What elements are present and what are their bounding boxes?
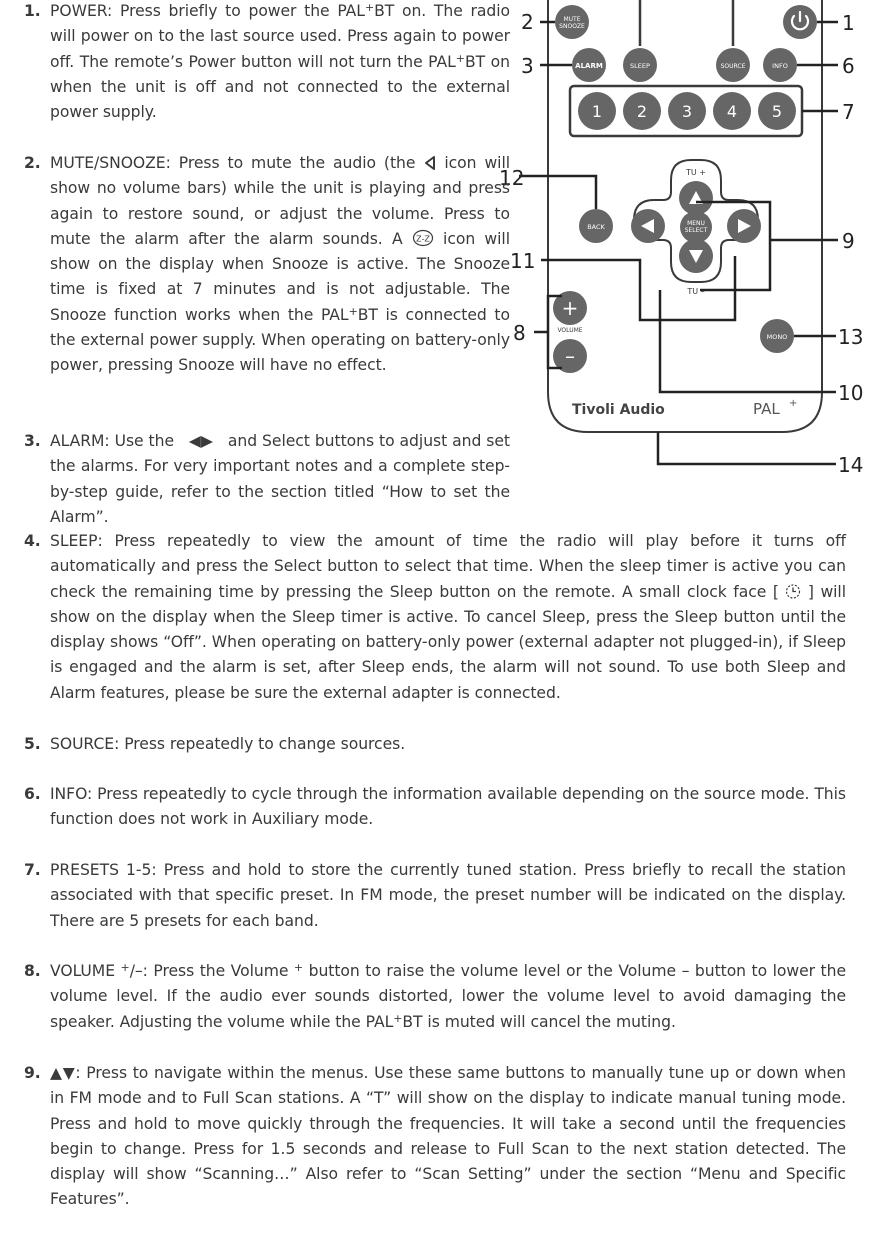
svg-text:TU +: TU + bbox=[685, 168, 706, 177]
svg-text:10: 10 bbox=[838, 381, 863, 405]
item-8: 8. VOLUME +/–: Press the Volume + button… bbox=[24, 959, 846, 1035]
menu-select-button bbox=[680, 211, 712, 243]
svg-text:1: 1 bbox=[842, 11, 855, 35]
svg-text:12: 12 bbox=[499, 166, 524, 190]
svg-text:8: 8 bbox=[513, 321, 526, 345]
speaker-icon bbox=[425, 156, 436, 170]
svg-text:1: 1 bbox=[592, 102, 602, 121]
svg-text:INFO: INFO bbox=[772, 62, 788, 70]
svg-text:3: 3 bbox=[521, 54, 534, 78]
model-sup: + bbox=[789, 398, 797, 409]
item-text: VOLUME +/–: Press the Volume + button to… bbox=[50, 961, 846, 1031]
remote-diagram: MUTE SNOOZE ALARM SLEEP SOURCE INFO 1 2 … bbox=[499, 0, 863, 477]
item-7: 7. PRESETS 1-5: Press and hold to store … bbox=[24, 858, 846, 934]
svg-text:VOLUME: VOLUME bbox=[557, 327, 582, 334]
svg-text:SNOOZE: SNOOZE bbox=[559, 23, 585, 30]
svg-text:SOURCE: SOURCE bbox=[721, 63, 746, 70]
svg-text:MUTE: MUTE bbox=[563, 16, 580, 23]
volume-up-button bbox=[553, 291, 587, 325]
svg-text:9: 9 bbox=[842, 229, 855, 253]
info-button bbox=[763, 48, 797, 82]
alarm-button bbox=[572, 48, 606, 82]
item-text: MUTE/SNOOZE: Press to mute the audio (th… bbox=[50, 154, 511, 375]
item-text: ALARM: Use the ◀▶ and Select buttons to … bbox=[50, 432, 510, 526]
mono-button bbox=[760, 319, 794, 353]
item-text: ▲▼: Press to navigate within the menus. … bbox=[50, 1064, 846, 1209]
svg-text:SELECT: SELECT bbox=[685, 227, 708, 234]
svg-text:BACK: BACK bbox=[587, 223, 605, 231]
preset-4-button bbox=[713, 92, 751, 130]
power-icon bbox=[790, 10, 810, 31]
svg-text:11: 11 bbox=[510, 249, 535, 273]
item-text: INFO: Press repeatedly to cycle through … bbox=[50, 785, 846, 829]
item-number: 4. bbox=[24, 532, 41, 550]
item-text: POWER: Press briefly to power the PAL+BT… bbox=[50, 1, 510, 122]
svg-text:5: 5 bbox=[772, 102, 782, 121]
back-button bbox=[579, 209, 613, 243]
item-text: SLEEP: Press repeatedly to view the amou… bbox=[50, 532, 846, 702]
preset-1-button bbox=[578, 92, 616, 130]
brand-label: Tivoli Audio bbox=[572, 402, 665, 418]
sleep-button bbox=[623, 48, 657, 82]
down-arrow-icon bbox=[689, 250, 703, 263]
mute-snooze-button bbox=[555, 5, 589, 39]
item-number: 2. bbox=[24, 154, 41, 172]
item-1: 1. POWER: Press briefly to power the PAL… bbox=[24, 0, 510, 125]
item-4: 4. SLEEP: Press repeatedly to view the a… bbox=[24, 529, 846, 706]
snooze-icon: Z‑Z bbox=[412, 229, 433, 246]
item-5: 5. SOURCE: Press repeatedly to change so… bbox=[24, 732, 846, 757]
preset-5-button bbox=[758, 92, 796, 130]
svg-text:ALARM: ALARM bbox=[575, 62, 603, 70]
preset-3-button bbox=[668, 92, 706, 130]
item-number: 7. bbox=[24, 861, 41, 879]
item-2: 2. MUTE/SNOOZE: Press to mute the audio … bbox=[24, 151, 510, 379]
svg-text:7: 7 bbox=[842, 100, 855, 124]
volume-down-button bbox=[553, 339, 587, 373]
svg-text:2: 2 bbox=[521, 10, 534, 34]
item-9: 9. ▲▼: Press to navigate within the menu… bbox=[24, 1061, 846, 1213]
svg-text:+: + bbox=[562, 296, 579, 320]
svg-text:Z‑Z: Z‑Z bbox=[416, 234, 430, 243]
svg-text:3: 3 bbox=[682, 102, 692, 121]
item-number: 9. bbox=[24, 1064, 41, 1082]
svg-text:SLEEP: SLEEP bbox=[630, 62, 650, 70]
svg-text:2: 2 bbox=[637, 102, 647, 121]
preset-2-button bbox=[623, 92, 661, 130]
svg-text:–: – bbox=[565, 344, 575, 368]
model-label: PAL bbox=[753, 400, 780, 418]
svg-text:13: 13 bbox=[838, 325, 863, 349]
item-6: 6. INFO: Press repeatedly to cycle throu… bbox=[24, 782, 846, 833]
item-number: 3. bbox=[24, 432, 41, 450]
item-3: 3. ALARM: Use the ◀▶ and Select buttons … bbox=[24, 429, 510, 530]
item-number: 5. bbox=[24, 735, 41, 753]
svg-text:6: 6 bbox=[842, 54, 855, 78]
left-arrow-icon bbox=[641, 219, 654, 233]
item-number: 6. bbox=[24, 785, 41, 803]
right-arrow-icon bbox=[738, 219, 751, 233]
svg-text:MENU: MENU bbox=[687, 220, 705, 227]
svg-text:14: 14 bbox=[838, 453, 863, 477]
clock-icon bbox=[786, 583, 801, 599]
item-number: 8. bbox=[24, 962, 41, 980]
svg-text:TU –: TU – bbox=[686, 287, 704, 296]
item-text: SOURCE: Press repeatedly to change sourc… bbox=[50, 735, 406, 753]
source-button bbox=[716, 48, 750, 82]
svg-text:MONO: MONO bbox=[767, 333, 788, 341]
item-text: PRESETS 1-5: Press and hold to store the… bbox=[50, 861, 846, 930]
svg-text:4: 4 bbox=[727, 102, 737, 121]
item-number: 1. bbox=[24, 2, 41, 20]
